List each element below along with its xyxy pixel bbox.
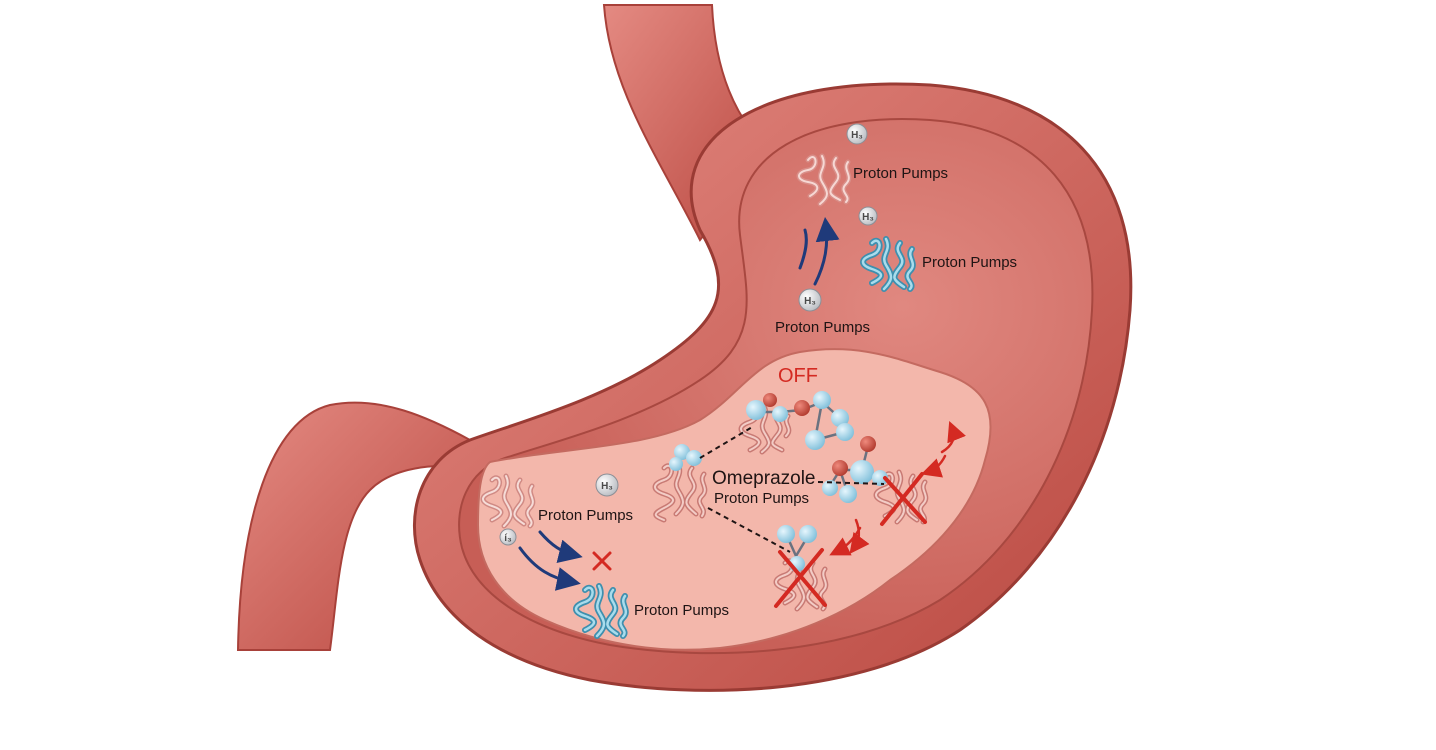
- inhibition-arrows: [829, 421, 966, 556]
- svg-text:H₃: H₃: [862, 212, 874, 223]
- proton-pump-icon: [738, 403, 792, 455]
- hydrogen-ion-icon: í₃: [499, 528, 517, 546]
- proton-pump-icon: [796, 153, 852, 207]
- proton-pump-icon: [652, 461, 708, 523]
- svg-text:H₃: H₃: [851, 130, 863, 141]
- omeprazole-molecule-icon: [746, 391, 854, 450]
- label-pump-left: Proton Pumps: [538, 507, 633, 524]
- label-pump-top: Proton Pumps: [853, 165, 948, 182]
- inhibition-cross-icon: [592, 551, 612, 571]
- omeprazole-molecule-icon: [669, 444, 702, 471]
- proton-pump-icon: [773, 556, 829, 612]
- acid-secretion-arrows: [518, 217, 840, 591]
- hydrogen-ion-icon: H₃: [858, 206, 878, 226]
- svg-text:H₃: H₃: [804, 296, 816, 307]
- hydrogen-ion-icon: H₃: [595, 473, 619, 497]
- proton-pump-icon: [860, 236, 916, 292]
- proton-pump-icon: [573, 583, 629, 639]
- omeprazole-molecule-icon: [822, 436, 888, 503]
- binding-lines: [699, 425, 885, 553]
- svg-text:í₃: í₃: [504, 533, 512, 544]
- label-pump-bottom: Proton Pumps: [634, 602, 729, 619]
- inhibition-cross-icon: [880, 472, 927, 526]
- proton-pump-icon: [873, 469, 929, 525]
- gastric-contents: [476, 348, 992, 651]
- label-omeprazole: Omeprazole: [712, 468, 816, 489]
- inhibition-cross-icon: [774, 548, 827, 608]
- svg-text:H₃: H₃: [601, 481, 613, 492]
- proton-pump-icon: [480, 473, 536, 529]
- label-pump-right: Proton Pumps: [922, 254, 1017, 271]
- label-pump-center: Proton Pumps: [714, 490, 809, 507]
- hydrogen-ion-icon: H₃: [798, 288, 822, 312]
- hydrogen-ion-icon: H₃: [846, 123, 868, 145]
- label-pump-mid: Proton Pumps: [775, 319, 870, 336]
- duodenum: [236, 401, 482, 651]
- label-off: OFF: [778, 365, 818, 387]
